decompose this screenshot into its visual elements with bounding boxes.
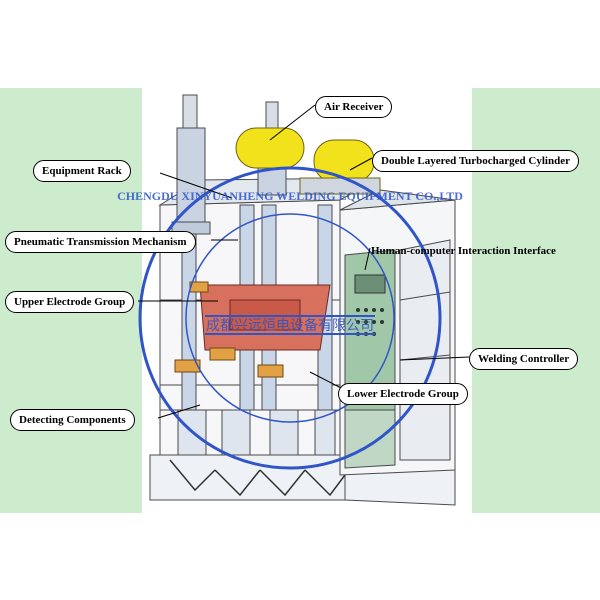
callout-turbo-cylinder: Double Layered Turbocharged Cylinder xyxy=(372,150,579,172)
callout-air-receiver: Air Receiver xyxy=(315,96,393,118)
yellow-cylinders xyxy=(235,127,381,195)
callout-detecting: Detecting Components xyxy=(10,409,135,431)
callout-lower-electrode: Lower Electrode Group xyxy=(338,383,468,405)
callout-hci: Human-computer Interaction Interface xyxy=(371,245,556,257)
callout-upper-electrode: Upper Electrode Group xyxy=(5,291,135,313)
callout-pneumatic: Pneumatic Transmission Mechanism xyxy=(5,231,196,253)
lower-electrode-blocks xyxy=(174,281,284,378)
base-ramps xyxy=(169,459,346,497)
stamp-inner-text: 成都兴远恒电设备有限公司 xyxy=(206,317,374,334)
callout-welding-controller: Welding Controller xyxy=(469,348,579,370)
stamp-outer-text: CHENGDU XINYUANHENG WELDING EQUIPMENT CO… xyxy=(117,189,463,203)
company-stamp xyxy=(138,166,442,470)
callout-equipment-rack: Equipment Rack xyxy=(33,160,131,182)
side-cabinet xyxy=(339,189,456,476)
